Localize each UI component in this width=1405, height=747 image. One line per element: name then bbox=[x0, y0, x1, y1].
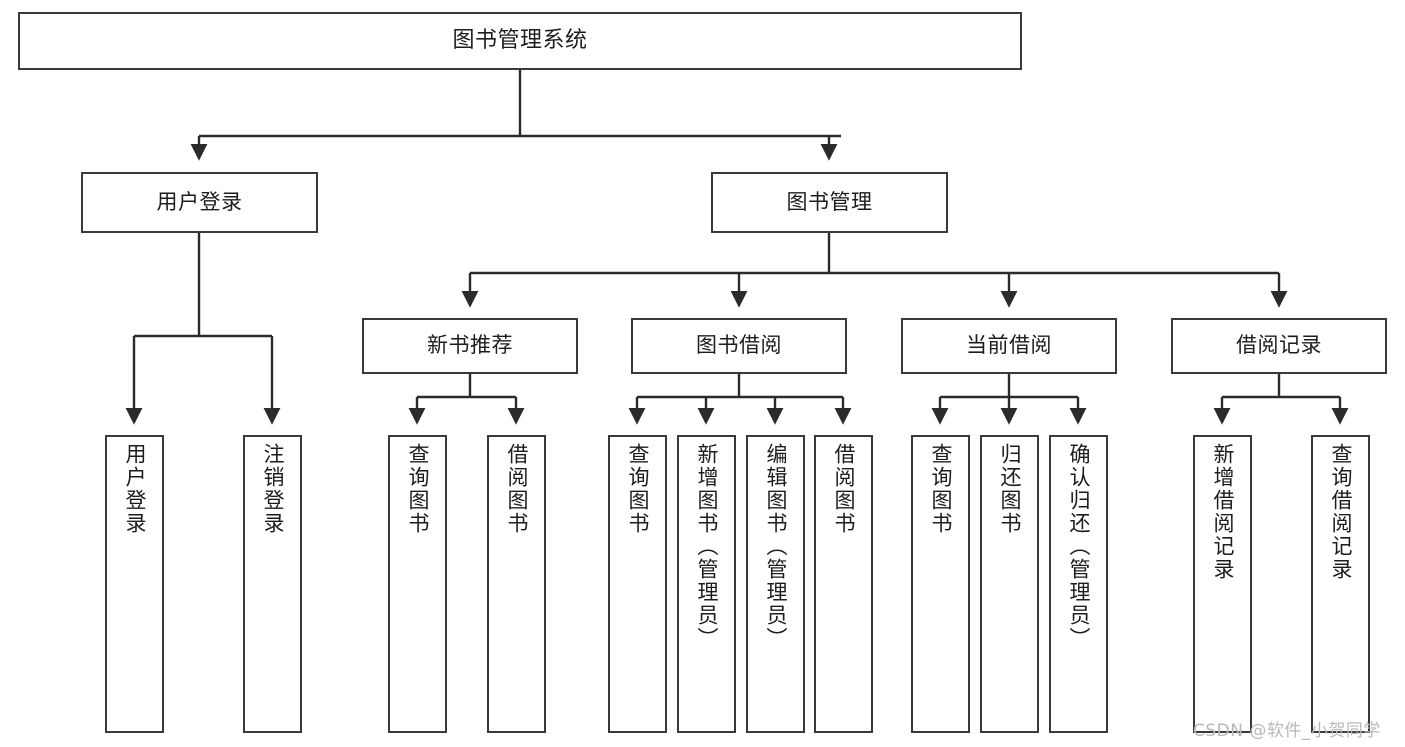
node-book-manage[interactable]: 图书管理 bbox=[711, 172, 948, 233]
node-current-borrow[interactable]: 当前借阅 bbox=[901, 318, 1117, 374]
csdn-watermark: CSDN @软件_小贺同学 bbox=[1193, 721, 1381, 741]
node-book-borrow-label: 图书借阅 bbox=[696, 333, 782, 358]
node-new-book-recommend-label: 新书推荐 bbox=[427, 333, 513, 358]
node-leaf-borrow-book-1-label: 借阅图书 bbox=[505, 443, 529, 535]
node-leaf-query-book-2-label: 查询图书 bbox=[626, 443, 650, 535]
node-leaf-confirm-return[interactable]: 确认归还（管理员） bbox=[1049, 435, 1108, 733]
node-leaf-query-book-3[interactable]: 查询图书 bbox=[911, 435, 970, 733]
node-leaf-logout-login-label: 注销登录 bbox=[261, 443, 285, 535]
node-user-login[interactable]: 用户登录 bbox=[81, 172, 318, 233]
node-leaf-edit-book[interactable]: 编辑图书（管理员） bbox=[746, 435, 805, 733]
node-leaf-query-book-3-label: 查询图书 bbox=[929, 443, 953, 535]
node-leaf-add-record-label: 新增借阅记录 bbox=[1211, 443, 1235, 581]
node-leaf-confirm-return-label: 确认归还（管理员） bbox=[1067, 443, 1091, 650]
node-root-system[interactable]: 图书管理系统 bbox=[18, 12, 1022, 70]
node-leaf-edit-book-label: 编辑图书（管理员） bbox=[764, 443, 788, 650]
node-leaf-add-record[interactable]: 新增借阅记录 bbox=[1193, 435, 1252, 733]
node-leaf-query-book-1[interactable]: 查询图书 bbox=[388, 435, 447, 733]
node-leaf-add-book-label: 新增图书（管理员） bbox=[695, 443, 719, 650]
node-leaf-return-book-label: 归还图书 bbox=[998, 443, 1022, 535]
node-leaf-borrow-book-1[interactable]: 借阅图书 bbox=[487, 435, 546, 733]
node-borrow-record-label: 借阅记录 bbox=[1236, 333, 1322, 358]
node-leaf-logout-login[interactable]: 注销登录 bbox=[243, 435, 302, 733]
node-user-login-label: 用户登录 bbox=[156, 189, 243, 214]
node-leaf-add-book[interactable]: 新增图书（管理员） bbox=[677, 435, 736, 733]
node-leaf-user-login[interactable]: 用户登录 bbox=[105, 435, 164, 733]
node-leaf-query-book-2[interactable]: 查询图书 bbox=[608, 435, 667, 733]
node-leaf-borrow-book-2-label: 借阅图书 bbox=[832, 443, 856, 535]
node-leaf-query-book-1-label: 查询图书 bbox=[406, 443, 430, 535]
node-leaf-return-book[interactable]: 归还图书 bbox=[980, 435, 1039, 733]
node-book-manage-label: 图书管理 bbox=[786, 189, 873, 214]
node-new-book-recommend[interactable]: 新书推荐 bbox=[362, 318, 578, 374]
node-leaf-user-login-label: 用户登录 bbox=[123, 443, 147, 535]
node-leaf-query-record-label: 查询借阅记录 bbox=[1329, 443, 1353, 581]
node-borrow-record[interactable]: 借阅记录 bbox=[1171, 318, 1387, 374]
node-leaf-query-record[interactable]: 查询借阅记录 bbox=[1311, 435, 1370, 733]
node-leaf-borrow-book-2[interactable]: 借阅图书 bbox=[814, 435, 873, 733]
node-current-borrow-label: 当前借阅 bbox=[966, 333, 1052, 358]
node-book-borrow[interactable]: 图书借阅 bbox=[631, 318, 847, 374]
node-root-system-label: 图书管理系统 bbox=[452, 27, 588, 53]
